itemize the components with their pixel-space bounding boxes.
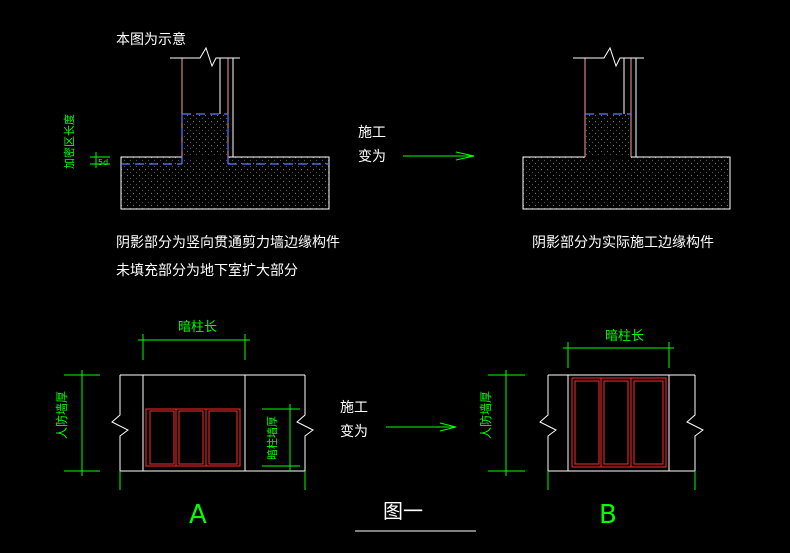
dim-label-vertical: 加密区长度 bbox=[62, 114, 76, 169]
plan-b: 暗柱长 人防墙厚 bbox=[478, 329, 704, 490]
plan-a-letter: A bbox=[189, 500, 207, 530]
arrow-bottom-text2: 变为 bbox=[340, 424, 368, 440]
plan-b-letter: B bbox=[599, 500, 617, 530]
section-right bbox=[522, 46, 731, 210]
rebar-cage-b bbox=[571, 377, 667, 468]
dim-value: 5d bbox=[98, 158, 108, 167]
break-line bbox=[170, 46, 240, 68]
slab-outline bbox=[120, 156, 330, 210]
caption-right: 阴影部分为实际施工边缘构件 bbox=[532, 235, 714, 251]
dim-top-b: 暗柱长 bbox=[605, 329, 644, 344]
slab-outline-right bbox=[522, 156, 731, 210]
dim-top-a: 暗柱长 bbox=[178, 320, 217, 335]
caption-left-line2: 未填充部分为地下室扩大部分 bbox=[116, 262, 298, 279]
figure-label: 图一 bbox=[383, 499, 423, 523]
plan-a: 暗柱长 人防墙厚 暗柱墙厚 bbox=[54, 320, 314, 490]
arrow-top bbox=[403, 151, 475, 161]
arrow-bottom-text1: 施工 bbox=[340, 400, 368, 416]
note-text: 本图为示意 bbox=[116, 31, 186, 48]
rebar-cage-a bbox=[145, 408, 241, 467]
arrow-bottom bbox=[386, 422, 457, 432]
caption-left-line1: 阴影部分为竖向贯通剪力墙边缘构件 bbox=[116, 235, 340, 251]
section-left: 加密区长度 5d bbox=[62, 46, 330, 210]
dim-inner-a: 暗柱墙厚 bbox=[265, 416, 279, 460]
arrow-top-text1: 施工 bbox=[358, 125, 386, 141]
shaded-column bbox=[182, 114, 228, 157]
dim-side-a: 人防墙厚 bbox=[54, 391, 69, 439]
arrow-top-text2: 变为 bbox=[358, 149, 386, 165]
dim-side-b: 人防墙厚 bbox=[478, 391, 493, 439]
